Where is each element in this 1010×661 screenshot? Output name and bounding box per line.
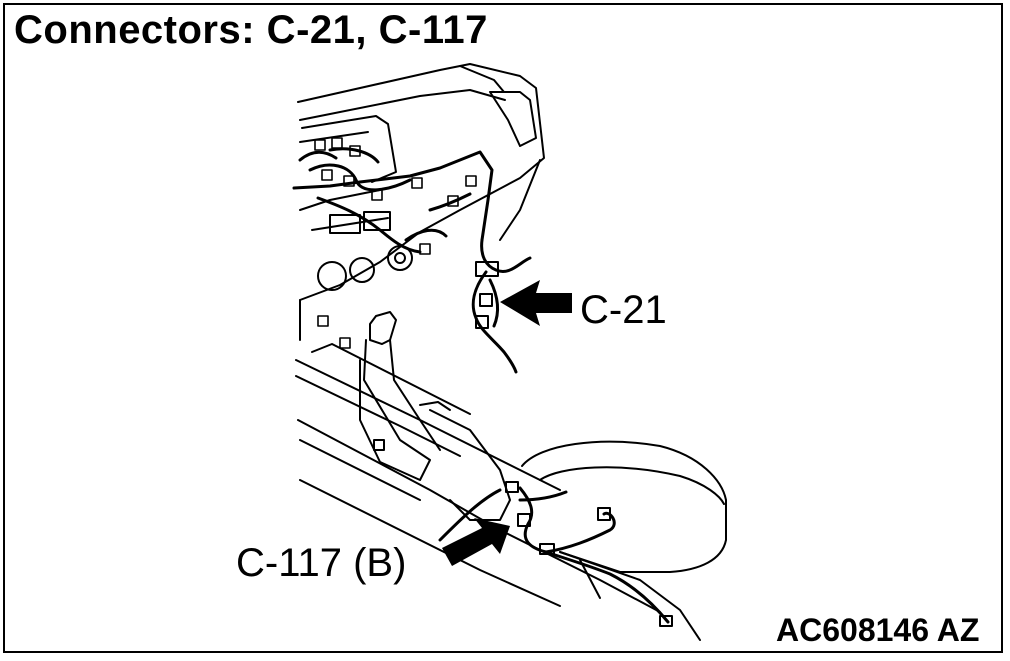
- callout-c117-label: C-117 (B): [236, 541, 407, 585]
- figure-id: AC608146 AZ: [776, 612, 980, 648]
- arrow-c117: [442, 518, 510, 566]
- callout-c21-label: C-21: [580, 288, 667, 332]
- dash-connectors: [314, 137, 477, 349]
- dashboard-outline: [297, 63, 545, 341]
- arrow-c21: [500, 280, 572, 326]
- dash-wiring-harness: [292, 147, 494, 254]
- c117-connector: [373, 439, 673, 627]
- diagram-title: Connectors: C-21, C-117: [14, 8, 488, 52]
- c21-connector: [475, 261, 499, 329]
- dash-vents: [311, 211, 413, 291]
- armrest: [521, 440, 727, 641]
- c21-harness: [471, 238, 532, 374]
